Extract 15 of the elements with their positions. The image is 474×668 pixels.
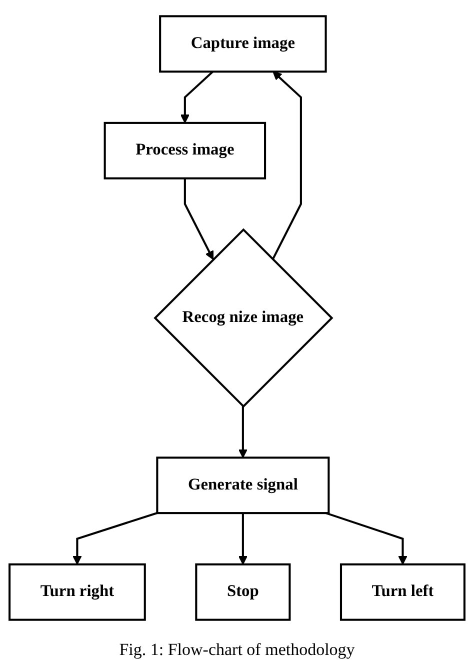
arrow	[184, 178, 214, 260]
node-box: Turn right	[8, 563, 146, 621]
node-box: Stop	[195, 563, 291, 621]
node-box: Generate signal	[156, 456, 330, 514]
arrow	[72, 512, 158, 565]
arrow	[238, 406, 248, 458]
node-box: Turn left	[340, 563, 466, 621]
arrow	[272, 71, 302, 260]
arrow	[326, 512, 408, 565]
node-diamond: Recog nize image	[154, 228, 334, 408]
caption: Fig. 1: Flow-chart of methodology	[119, 639, 355, 661]
arrow	[180, 70, 214, 124]
node-box: Capture image	[159, 15, 327, 73]
arrow	[238, 513, 248, 565]
node-box: Process image	[104, 122, 266, 180]
